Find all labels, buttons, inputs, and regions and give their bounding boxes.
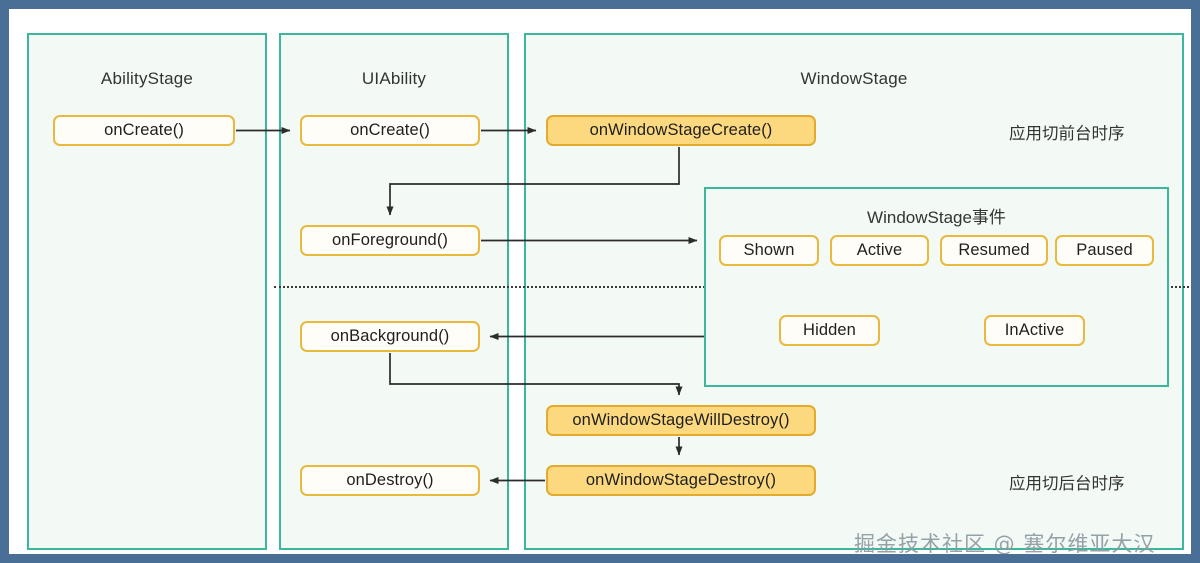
node-onforeground[interactable]: onForeground(): [300, 225, 480, 256]
panel-title-ability-stage: AbilityStage: [100, 69, 194, 88]
label-background-sequence: 应用切后台时序: [1009, 475, 1125, 493]
node-onwindowstagecreate[interactable]: onWindowStageCreate(): [546, 115, 816, 146]
panel-ability-stage: AbilityStage: [27, 33, 267, 550]
node-label: onCreate(): [350, 121, 430, 139]
event-label: InActive: [1004, 321, 1065, 339]
event-shown[interactable]: Shown: [719, 235, 819, 266]
node-label: onBackground(): [330, 327, 450, 345]
node-onwindowstagedestroy[interactable]: onWindowStageDestroy(): [546, 465, 816, 496]
node-uiability-oncreate[interactable]: onCreate(): [300, 115, 480, 146]
node-label: onWindowStageWillDestroy(): [572, 411, 790, 429]
event-label: Hidden: [803, 321, 856, 339]
node-label: onWindowStageCreate(): [589, 121, 773, 139]
event-resumed[interactable]: Resumed: [940, 235, 1048, 266]
event-label: Active: [856, 241, 903, 259]
panel-title-ui-ability: UIAbility: [361, 69, 427, 88]
event-label: Paused: [1076, 241, 1133, 259]
windowstage-event-group-title: WindowStage事件: [867, 208, 1006, 227]
event-paused[interactable]: Paused: [1055, 235, 1154, 266]
panel-title-window-stage: WindowStage: [800, 69, 908, 88]
node-abilitystage-oncreate[interactable]: onCreate(): [53, 115, 235, 146]
node-onbackground[interactable]: onBackground(): [300, 321, 480, 352]
watermark: 掘金技术社区 @ 塞尔维亚大汉: [854, 532, 1156, 556]
node-label: onWindowStageDestroy(): [585, 471, 777, 489]
event-label: Shown: [743, 241, 795, 259]
label-foreground-sequence: 应用切前台时序: [1009, 125, 1125, 143]
event-active[interactable]: Active: [830, 235, 929, 266]
node-label: onForeground(): [331, 231, 449, 249]
node-ondestroy[interactable]: onDestroy(): [300, 465, 480, 496]
node-onwindowstagewilldestroy[interactable]: onWindowStageWillDestroy(): [546, 405, 816, 436]
event-hidden[interactable]: Hidden: [779, 315, 880, 346]
node-label: onCreate(): [104, 121, 184, 139]
node-label: onDestroy(): [346, 471, 434, 489]
windowstage-event-group: WindowStage事件: [704, 187, 1169, 387]
event-inactive[interactable]: InActive: [984, 315, 1085, 346]
event-label: Resumed: [958, 241, 1030, 259]
